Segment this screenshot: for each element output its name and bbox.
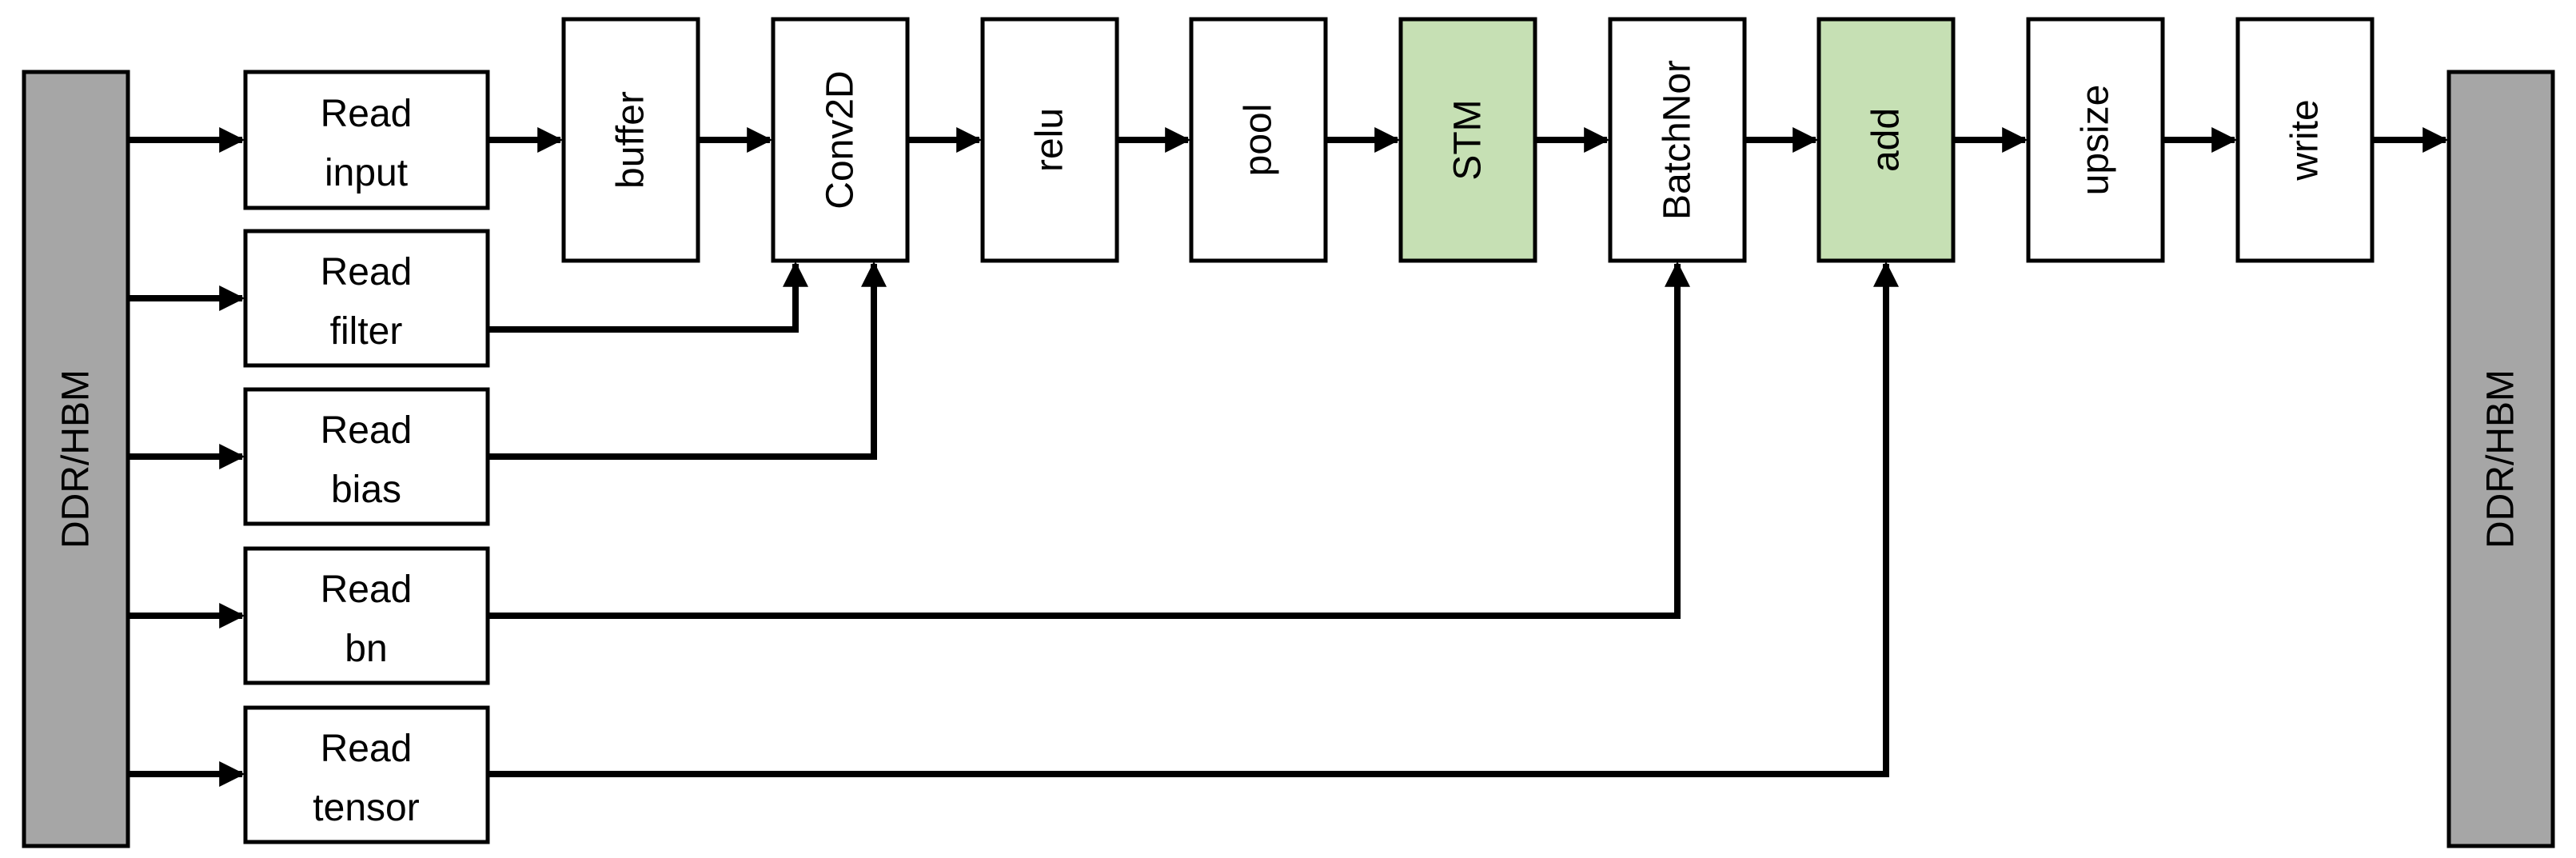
stage-conv2d: Conv2D (771, 17, 910, 263)
stage-write: write (2235, 17, 2375, 263)
memory-left-label: DDR/HBM (55, 369, 98, 549)
read-tensor-rect (243, 705, 490, 844)
stage-buffer-label: buffer (610, 91, 652, 189)
read-bn-line1: Read (321, 569, 413, 611)
stage-stm: STM (1398, 17, 1537, 263)
read-filter-line2: filter (330, 310, 403, 353)
stage-upsize: upsize (2026, 17, 2165, 263)
read-bias-line1: Read (321, 409, 413, 452)
stage-add-label: add (1865, 108, 1908, 172)
stage-relu: relu (980, 17, 1119, 263)
read-filter-line1: Read (321, 251, 413, 293)
stage-add: add (1816, 17, 1956, 263)
stage-pool: pool (1189, 17, 1328, 263)
stage-conv2d-label: Conv2D (819, 70, 862, 209)
memory-left-box (22, 70, 130, 848)
read-tensor-box: Read tensor (243, 705, 490, 844)
read-bn-line2: bn (345, 628, 387, 670)
read-filter-rect (243, 229, 490, 368)
read-input-line2: input (325, 152, 408, 194)
read-input-rect (243, 70, 490, 210)
read-input-box: Read input (243, 70, 490, 210)
memory-right-label: DDR/HBM (2480, 369, 2522, 549)
read-tensor-line2: tensor (313, 787, 419, 829)
stage-upsize-label: upsize (2075, 85, 2117, 196)
memory-left: DDR/HBM (22, 70, 130, 848)
stage-stm-rect (1398, 17, 1537, 263)
read-filter-box: Read filter (243, 229, 490, 368)
stage-conv2d-rect (771, 17, 910, 263)
read-bias-rect (243, 387, 490, 526)
read-bn-box: Read bn (243, 546, 490, 685)
stage-relu-rect (980, 17, 1119, 263)
stage-pool-label: pool (1238, 104, 1280, 177)
read-bias-box: Read bias (243, 387, 490, 526)
stage-batchnorm-label: BatchNor (1657, 60, 1699, 220)
stage-add-rect (1816, 17, 1956, 263)
arrow-bias-to-conv2d (488, 261, 887, 460)
stage-relu-label: relu (1029, 108, 1071, 172)
stage-write-label: write (2284, 99, 2327, 181)
arrow-bn-to-batchnorm (488, 261, 1690, 619)
arrow-tensor-to-add (488, 261, 1899, 777)
arrow-filter-to-conv2d (488, 261, 808, 333)
stage-batchnorm: BatchNor (1608, 17, 1747, 263)
stage-batchnorm-rect (1608, 17, 1747, 263)
read-bn-rect (243, 546, 490, 685)
read-bias-line2: bias (331, 469, 401, 511)
stage-write-rect (2235, 17, 2375, 263)
stage-buffer-rect (561, 17, 700, 263)
read-tensor-line1: Read (321, 728, 413, 770)
read-input-line1: Read (321, 93, 413, 135)
stage-buffer: buffer (561, 17, 700, 263)
memory-right: DDR/HBM (2446, 70, 2555, 848)
memory-right-box (2446, 70, 2555, 848)
stage-stm-label: STM (1447, 99, 1489, 180)
